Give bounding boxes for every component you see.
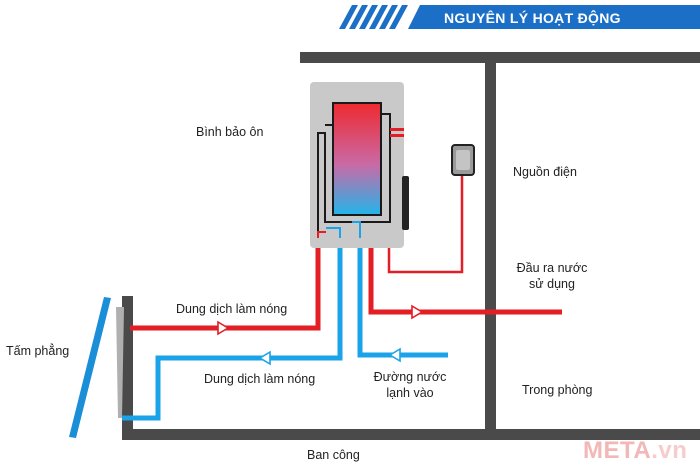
flat-panel [69, 297, 124, 438]
label-power: Nguồn điện [513, 165, 577, 179]
power-socket-face [456, 150, 470, 170]
storage-tank [310, 82, 409, 248]
watermark-brand: META [583, 437, 652, 464]
tank-side-handle [402, 176, 409, 230]
flow-arrows [217, 304, 424, 366]
banner-stripe [369, 5, 388, 29]
label-return-fluid: Dung dịch làm nóng [204, 372, 316, 386]
label-tank: Bình bảo ôn [196, 125, 264, 139]
power-wire [387, 175, 464, 274]
banner-stripe [339, 5, 358, 29]
banner-stripe [379, 5, 398, 29]
panel-surface [69, 297, 111, 438]
tank-cold-inlet-link [352, 221, 361, 238]
hot-fluid-pipe [130, 236, 321, 331]
banner-bar [408, 5, 700, 29]
balcony-post [122, 296, 133, 440]
panel-frame [116, 307, 124, 418]
label-cold-inlet: Đường nước lạnh vào [362, 370, 458, 401]
label-outlet-line2: sử dụng [529, 276, 575, 291]
label-cold-inlet-line1: Đường nước [373, 370, 447, 384]
pipes [122, 175, 562, 421]
banner-stripe [349, 5, 368, 29]
return-fluid-arrow [258, 350, 271, 366]
tank-inner [332, 102, 382, 216]
hot-outlet-pipe [368, 236, 562, 315]
return-fluid-pipe [122, 236, 343, 421]
watermark: META.vn [583, 437, 687, 465]
label-hot-fluid: Dung dịch làm nóng [176, 302, 288, 316]
walls [122, 52, 700, 440]
power-socket [451, 144, 475, 176]
label-cold-inlet-line2: lạnh vào [386, 385, 434, 400]
watermark-domain: .vn [651, 437, 688, 464]
cold-inlet-arrow [388, 347, 401, 363]
label-outlet-line1: Đầu ra nước [516, 261, 588, 275]
label-indoor: Trong phòng [522, 383, 593, 397]
hot-fluid-arrow [217, 320, 230, 336]
cold-inlet-pipe [357, 236, 448, 358]
tank-hot-port [390, 128, 404, 131]
label-flat-panel: Tấm phẳng [6, 344, 70, 358]
ceiling-wall [300, 52, 700, 63]
banner-stripe [389, 5, 408, 29]
label-outlet: Đầu ra nước sử dụng [507, 261, 597, 292]
interior-wall [485, 52, 496, 440]
tank-hot-port [390, 134, 404, 137]
heat-exchanger-coil [317, 113, 391, 236]
banner-stripe [359, 5, 378, 29]
banner [339, 5, 700, 29]
label-balcony: Ban công [307, 448, 360, 462]
hot-outlet-arrow [411, 304, 424, 320]
tank-hot-link [317, 231, 326, 238]
tank-cold-link [326, 227, 341, 238]
banner-title: NGUYÊN LÝ HOẠT ĐỘNG [444, 10, 621, 26]
floor-wall [122, 429, 700, 440]
